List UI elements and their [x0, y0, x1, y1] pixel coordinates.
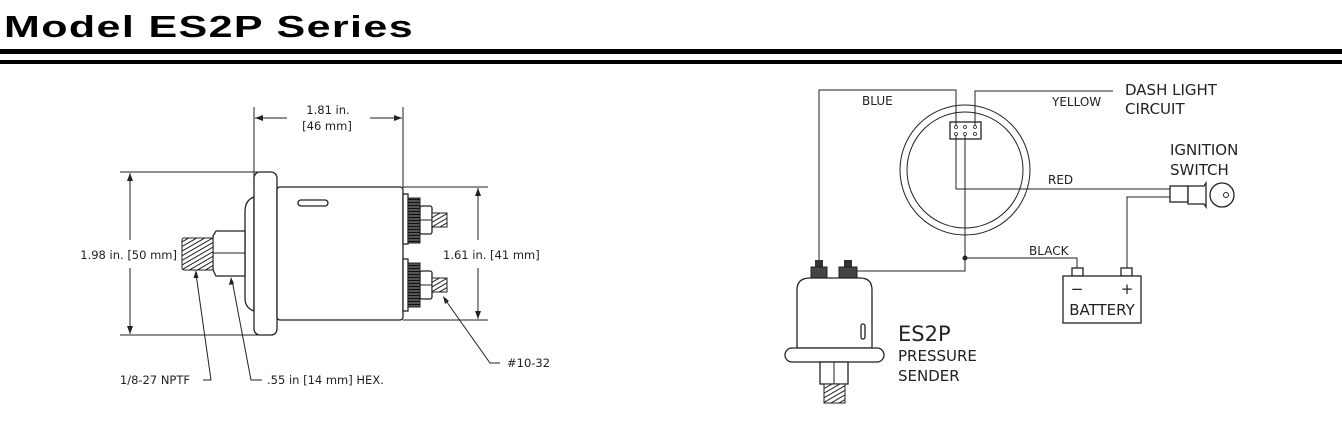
terminal-lower — [402, 258, 448, 312]
wiring-diagram: BLUE YELLOW RED BLACK DASH LIGHT CIRCUIT… — [784, 81, 1238, 404]
hex-label: .55 in [14 mm] HEX. — [267, 373, 384, 387]
sender-flange — [253, 171, 278, 336]
dimension-drawing: 1.81 in. [46 mm] 1.98 in. [50 mm] 1.61 i… — [80, 103, 550, 387]
pressure-sender-icon — [784, 260, 885, 404]
wire-black-battery — [965, 257, 1078, 268]
width-dimension-in: 1.81 in. — [306, 103, 349, 117]
sender-model: ES2P — [898, 322, 951, 346]
wire-red — [955, 135, 1170, 190]
battery-negative: − — [1071, 280, 1084, 298]
label-red: RED — [1048, 173, 1073, 187]
stud-label: #10-32 — [507, 356, 550, 370]
wire-yellow — [974, 90, 1113, 126]
page-title: Model ES2P Series — [4, 9, 414, 44]
label-dash-light: DASH LIGHT — [1125, 81, 1218, 99]
thread-label: 1/8-27 NPTF — [120, 373, 190, 387]
terminal-upper — [402, 193, 448, 245]
label-blue: BLUE — [862, 94, 893, 108]
overall-height-dimension: 1.98 in. [50 mm] — [80, 248, 177, 262]
wire-battery-ignition — [1126, 196, 1170, 268]
width-dimension-mm: [46 mm] — [302, 119, 352, 133]
sender-slot — [297, 199, 329, 207]
sender-thread — [181, 237, 214, 271]
label-black: BLACK — [1029, 244, 1070, 258]
header-rule-second — [0, 60, 1342, 64]
header: Model ES2P Series — [0, 9, 1342, 64]
body-height-dimension: 1.61 in. [41 mm] — [443, 248, 540, 262]
label-yellow: YELLOW — [1051, 95, 1101, 109]
sender-label-pressure: PRESSURE — [898, 347, 977, 365]
sender-label-sender: SENDER — [898, 367, 960, 385]
wire-black — [855, 135, 966, 272]
battery-icon: − + BATTERY — [1062, 267, 1142, 324]
junction-dot — [962, 255, 968, 261]
battery-positive: + — [1121, 280, 1134, 298]
label-circuit: CIRCUIT — [1125, 100, 1185, 118]
ignition-switch-icon — [1169, 180, 1235, 210]
sender-body — [276, 186, 404, 321]
header-rule-thick — [0, 49, 1342, 54]
label-ignition: IGNITION — [1170, 141, 1238, 159]
label-switch: SWITCH — [1170, 161, 1229, 179]
battery-label: BATTERY — [1069, 301, 1135, 319]
sender-bezel — [244, 196, 255, 312]
wire-blue — [818, 89, 957, 262]
